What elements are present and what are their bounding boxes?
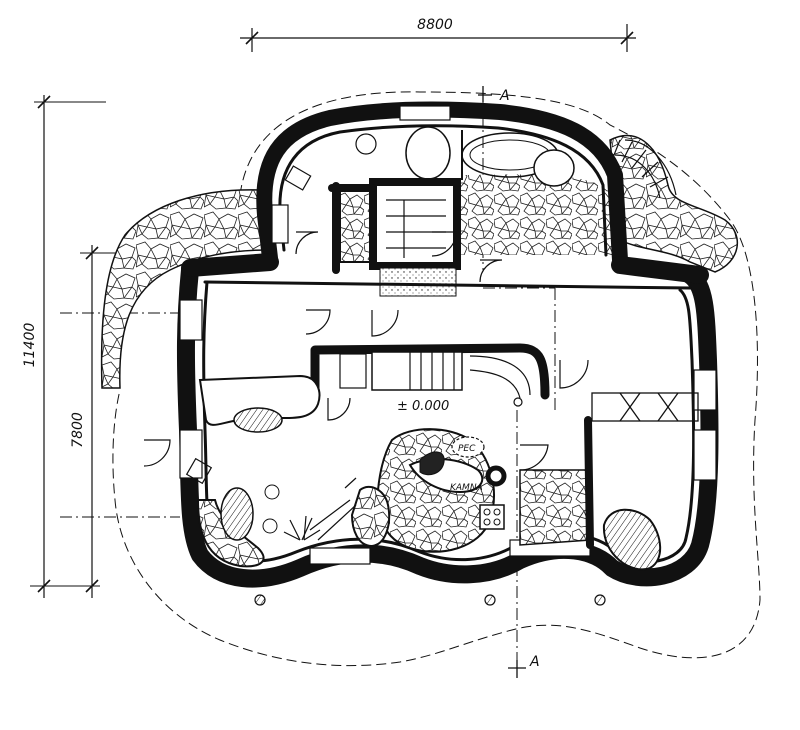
garden-markers xyxy=(254,594,606,606)
upper-wing-floor-stone xyxy=(460,174,615,255)
pec-hood xyxy=(419,451,445,476)
plant-south xyxy=(283,515,321,541)
coffee-table xyxy=(233,407,283,433)
dimension-label-height-inner: 7800 xyxy=(70,412,86,448)
dimension-width-top: 8800 xyxy=(240,17,636,52)
spiral-stair xyxy=(469,355,531,399)
label-stove: PEC xyxy=(458,444,476,454)
core-room xyxy=(369,178,461,270)
dimension-height-inner: 7800 xyxy=(70,245,118,598)
stone-floor-lower-right xyxy=(519,469,591,546)
site-boundary xyxy=(112,91,761,667)
stove-pec xyxy=(451,436,485,458)
stair-treads xyxy=(409,352,455,390)
interior-stair xyxy=(371,351,463,391)
bed-oval xyxy=(405,126,451,180)
dimension-label-height-outer: 11400 xyxy=(22,323,38,368)
nightstand xyxy=(284,165,312,191)
plant-round xyxy=(355,133,377,155)
core-stone-floor xyxy=(339,189,371,263)
terrace-right xyxy=(609,134,739,273)
doors xyxy=(143,231,589,471)
section-mark-top: A xyxy=(499,88,510,104)
cooktop xyxy=(479,504,505,530)
built-in-sofa xyxy=(198,374,321,426)
pergola xyxy=(591,392,699,422)
label-fireplace: KAMNA xyxy=(450,483,483,493)
kitchen-counter xyxy=(350,485,391,548)
dining-table xyxy=(220,487,254,541)
chimney-flue xyxy=(485,465,507,487)
level-marker: ± 0.000 xyxy=(397,399,449,414)
core-stair-lines xyxy=(386,199,446,258)
dimension-label-width: 8800 xyxy=(417,17,453,33)
dimension-height-outer: 11400 xyxy=(22,95,106,598)
basin-oval xyxy=(533,149,575,187)
section-mark-bottom: A xyxy=(529,654,540,670)
bathtub-lower-right xyxy=(602,508,662,571)
